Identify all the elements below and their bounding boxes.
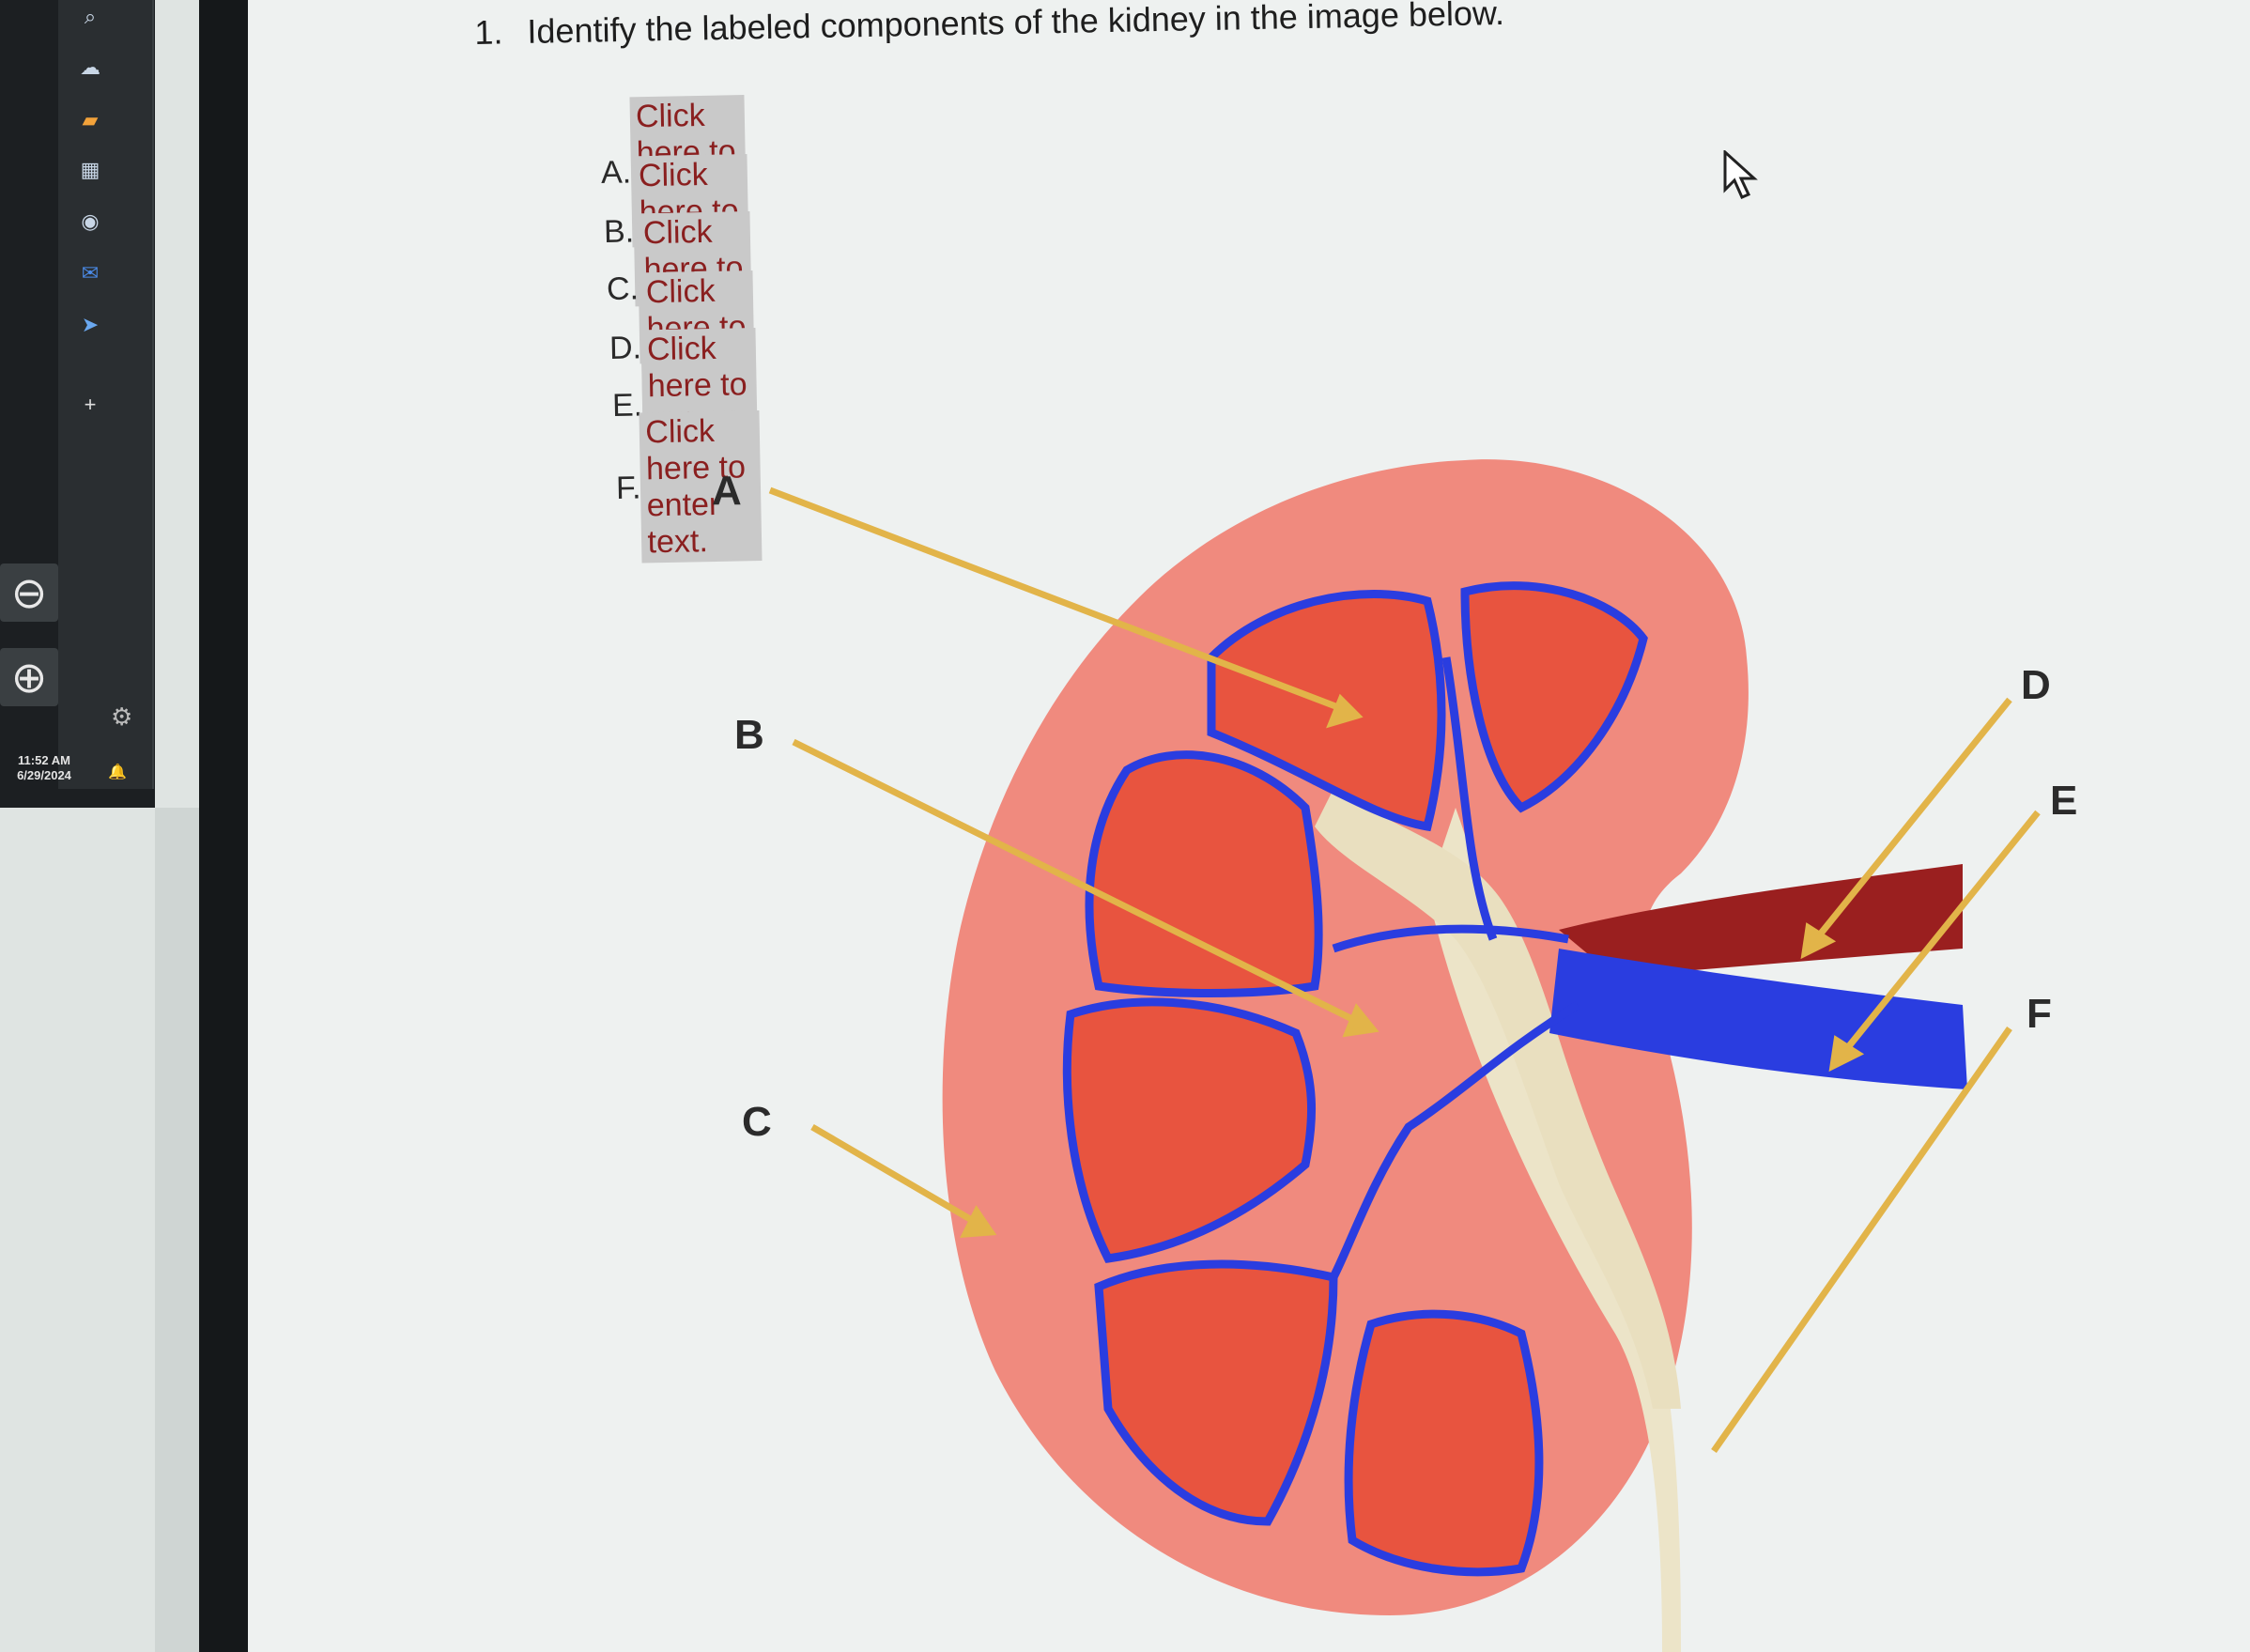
clock-date: 6/29/2024 (17, 768, 71, 782)
folder-icon[interactable]: ▰ (82, 108, 99, 131)
clock-time: 11:52 AM (18, 753, 70, 767)
label-f: F (2027, 991, 2052, 1037)
cloud-icon[interactable]: ☁ (80, 55, 100, 79)
renal-pyramid-6 (1344, 1309, 1544, 1577)
mail-icon[interactable]: ✉ (81, 261, 100, 285)
notification-icon[interactable]: 🔔 (108, 764, 127, 780)
send-icon[interactable]: ➤ (81, 313, 100, 336)
renal-pyramid-5 (1094, 1259, 1338, 1526)
label-e: E (2050, 778, 2078, 824)
renal-pyramid-4 (1062, 997, 1317, 1263)
renal-pyramid-1 (1207, 590, 1446, 832)
arrowhead-e (1828, 1035, 1865, 1073)
leader-line-e (1838, 810, 2041, 1059)
zoom-in-icon[interactable]: ⊕ (0, 648, 58, 706)
plus-icon[interactable]: + (84, 393, 97, 416)
search-icon[interactable]: ⌕ (84, 5, 97, 28)
label-c: C (742, 1099, 772, 1145)
taskbar-clock[interactable]: 11:52 AM 6/29/2024 (11, 753, 77, 783)
renal-pelvis (1315, 789, 1681, 1409)
leader-line-a (768, 486, 1345, 713)
label-b: B (734, 712, 764, 758)
zoom-out-icon[interactable]: ⊖ (0, 564, 58, 622)
desk-background (155, 808, 199, 1652)
leader-line-b (792, 738, 1364, 1027)
label-d: D (2021, 662, 2051, 708)
leader-line-c (810, 1123, 983, 1229)
mouse-cursor-icon (1723, 150, 1758, 199)
leader-line-f (1711, 1026, 2012, 1454)
arrowhead-a (1326, 693, 1364, 729)
chrome-icon[interactable]: ◉ (81, 209, 100, 233)
arrowhead-b (1342, 1003, 1379, 1038)
ureter (1427, 808, 1681, 1652)
app-icon[interactable]: ▦ (80, 158, 100, 181)
taskbar-ribbon (58, 0, 154, 789)
arrowhead-c (960, 1205, 997, 1238)
renal-pyramid-3 (1085, 750, 1323, 997)
label-a: A (712, 468, 742, 514)
monitor-bezel (199, 0, 248, 1652)
arrowhead-d (1800, 922, 1837, 960)
taskbar: ⌕ ☁ ▰ ▦ ◉ ✉ ➤ + ⊖ ⊕ ⚙ 11:52 AM 6/29/2024… (0, 0, 155, 808)
renal-artery (1559, 864, 1963, 977)
gear-icon[interactable]: ⚙ (111, 702, 133, 731)
leader-line-d (1810, 697, 2012, 947)
renal-pyramid-2 (1460, 581, 1648, 813)
